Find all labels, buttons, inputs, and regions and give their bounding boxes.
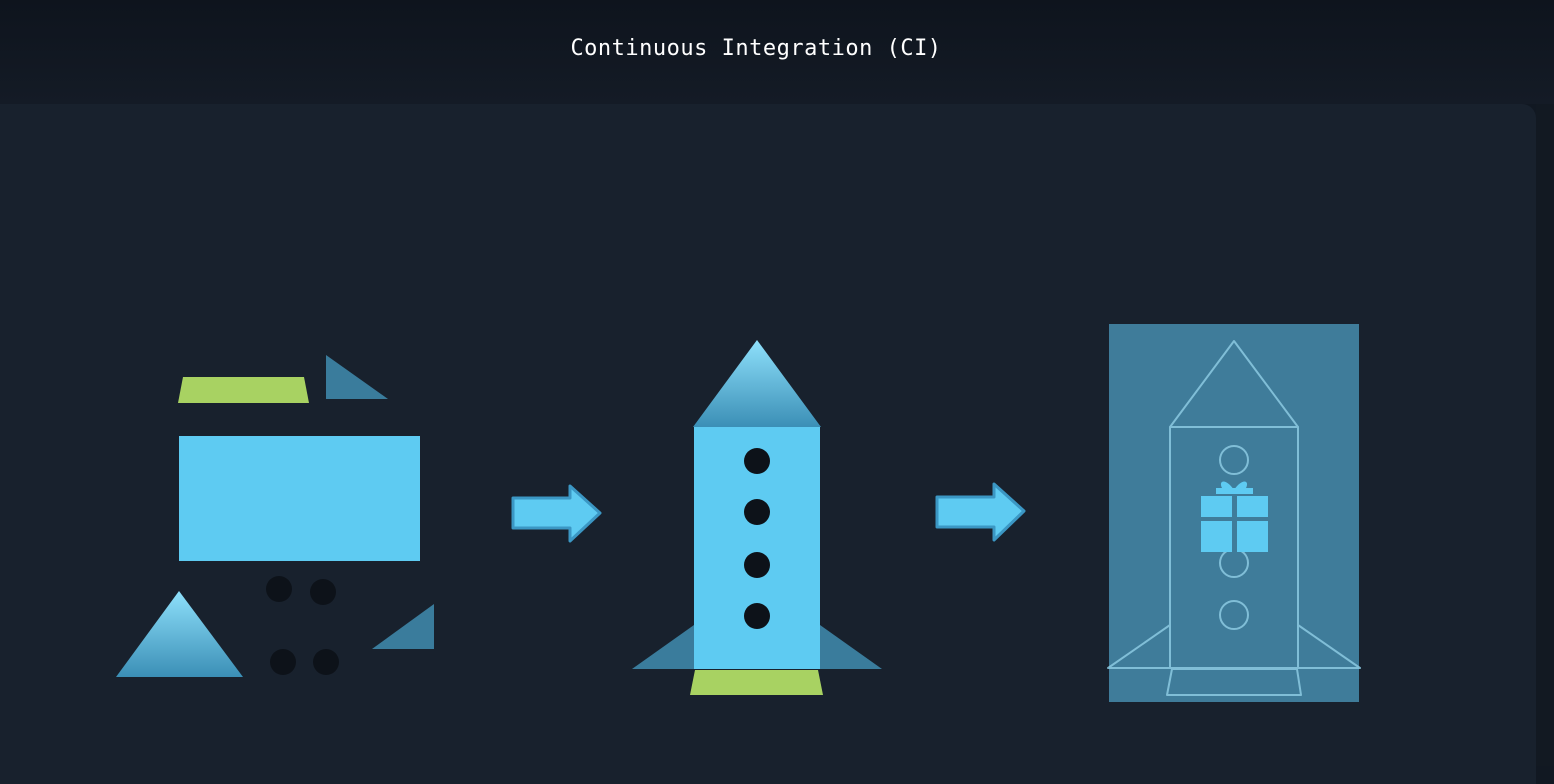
nose-cone-part <box>116 591 243 677</box>
rocket-window <box>744 603 770 629</box>
outline-fin-right <box>1297 624 1361 669</box>
outline-window <box>1219 600 1249 630</box>
window-part <box>270 649 296 675</box>
rocket-window <box>744 448 770 474</box>
arrow-right-icon <box>511 484 602 543</box>
nozzle-part <box>178 377 309 403</box>
rocket-nose-cone <box>693 340 821 427</box>
outline-nozzle <box>1166 668 1302 696</box>
outline-fin-left <box>1107 624 1171 669</box>
rocket-fin-right <box>820 625 882 669</box>
body-part <box>179 436 420 561</box>
fin-part-top <box>326 355 388 399</box>
arrow-right-icon <box>935 482 1026 542</box>
header-bar: Continuous Integration (CI) <box>0 0 1554 104</box>
gift-icon <box>1201 481 1268 552</box>
rocket-parts <box>116 355 434 677</box>
window-part <box>310 579 336 605</box>
slide-title: Continuous Integration (CI) <box>570 36 942 61</box>
rocket-fin-left <box>632 625 694 669</box>
ci-diagram <box>116 324 1361 702</box>
fin-part-right <box>372 604 434 649</box>
rocket-nozzle <box>690 670 823 695</box>
window-part <box>266 576 292 602</box>
window-part <box>313 649 339 675</box>
rocket-window <box>744 499 770 525</box>
rocket-window <box>744 552 770 578</box>
outline-window <box>1219 445 1249 475</box>
packaged-rocket <box>1107 324 1361 702</box>
panel-edge <box>1536 104 1554 766</box>
assembled-rocket <box>632 340 882 695</box>
